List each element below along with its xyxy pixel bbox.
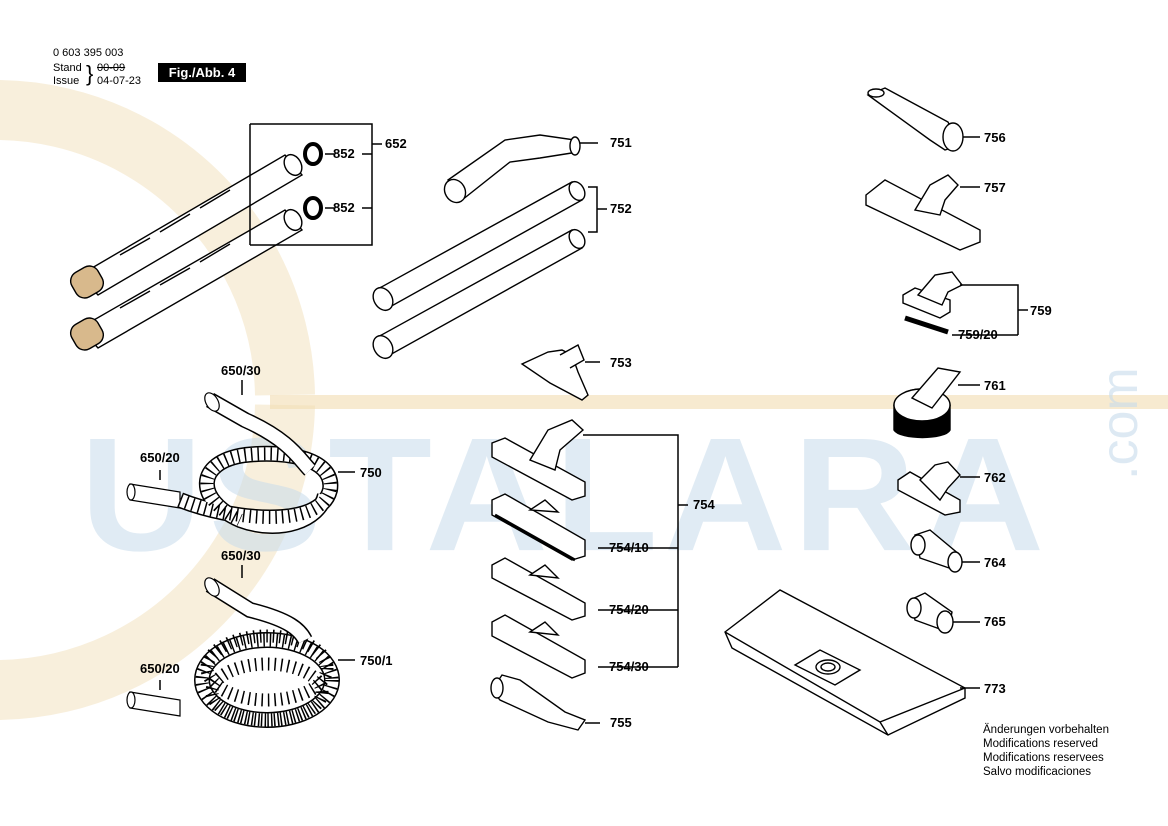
filter-bag-773 (724, 589, 966, 736)
floor-nozzle-757 (865, 174, 981, 251)
issue-label: Issue (53, 75, 80, 87)
label-652: 652 (385, 136, 407, 151)
adapter-764 (910, 529, 963, 573)
notice-fr: Modifications reservees (983, 752, 1104, 764)
hose-750 (126, 392, 339, 534)
label-650-30-lower: 650/30 (221, 548, 261, 563)
crevice-nozzle-755 (490, 674, 587, 731)
label-750: 750 (360, 465, 382, 480)
part-number: 0 603 395 003 (53, 47, 124, 59)
brace-icon: } (86, 61, 94, 86)
bent-tube-751 (443, 134, 581, 204)
label-754-10: 754/10 (609, 540, 649, 555)
stand-date: 00-09 (97, 62, 126, 74)
figure-label: Fig./Abb. 4 (158, 63, 246, 82)
label-759: 759 (1030, 303, 1052, 318)
label-757: 757 (984, 180, 1006, 195)
round-brush-761 (893, 367, 962, 439)
label-754: 754 (693, 497, 715, 512)
label-751: 751 (610, 135, 632, 150)
issue-date: 04-07-23 (97, 75, 142, 87)
o-ring-852-lower (303, 196, 323, 220)
label-852-lower: 852 (333, 200, 355, 215)
label-759-20: 759/20 (958, 327, 998, 342)
crevice-tool-756 (866, 87, 964, 152)
stand-label: Stand (53, 62, 82, 74)
label-762: 762 (984, 470, 1006, 485)
notice-en: Modifications reserved (983, 738, 1099, 750)
nozzle-753 (520, 344, 589, 401)
insert-754-30 (491, 614, 586, 679)
label-852-upper: 852 (333, 146, 355, 161)
extension-tube-852-lower (69, 208, 304, 351)
hose-750-1 (126, 577, 340, 728)
label-765: 765 (984, 614, 1006, 629)
modification-notice: Änderungen vorbehalten Modifications res… (983, 723, 1109, 779)
label-650-20-lower: 650/20 (140, 661, 180, 676)
label-754-20: 754/20 (609, 602, 649, 617)
label-754-30: 754/30 (609, 659, 649, 674)
extension-tube-852-upper (69, 153, 304, 299)
adapter-765 (906, 592, 954, 634)
insert-754-20 (491, 557, 586, 621)
notice-de: Änderungen vorbehalten (983, 724, 1109, 736)
label-773: 773 (984, 681, 1006, 696)
label-753: 753 (610, 355, 632, 370)
label-755: 755 (610, 715, 632, 730)
brush-strip-759-20 (904, 315, 949, 335)
straight-tube-752-lower (372, 228, 586, 360)
o-ring-852-upper (303, 142, 323, 166)
label-752: 752 (610, 201, 632, 216)
label-761: 761 (984, 378, 1006, 393)
brush-nozzle-754-10 (491, 493, 586, 562)
notice-es: Salvo modificaciones (983, 766, 1092, 778)
label-750-1: 750/1 (360, 653, 393, 668)
straight-tube-752-upper (372, 180, 586, 312)
floor-nozzle-754 (491, 419, 586, 501)
label-756: 756 (984, 130, 1006, 145)
nozzle-762 (897, 461, 961, 516)
upholstery-nozzle-759 (902, 271, 964, 319)
label-764: 764 (984, 555, 1006, 570)
label-650-20-upper: 650/20 (140, 450, 180, 465)
label-650-30-upper: 650/30 (221, 363, 261, 378)
